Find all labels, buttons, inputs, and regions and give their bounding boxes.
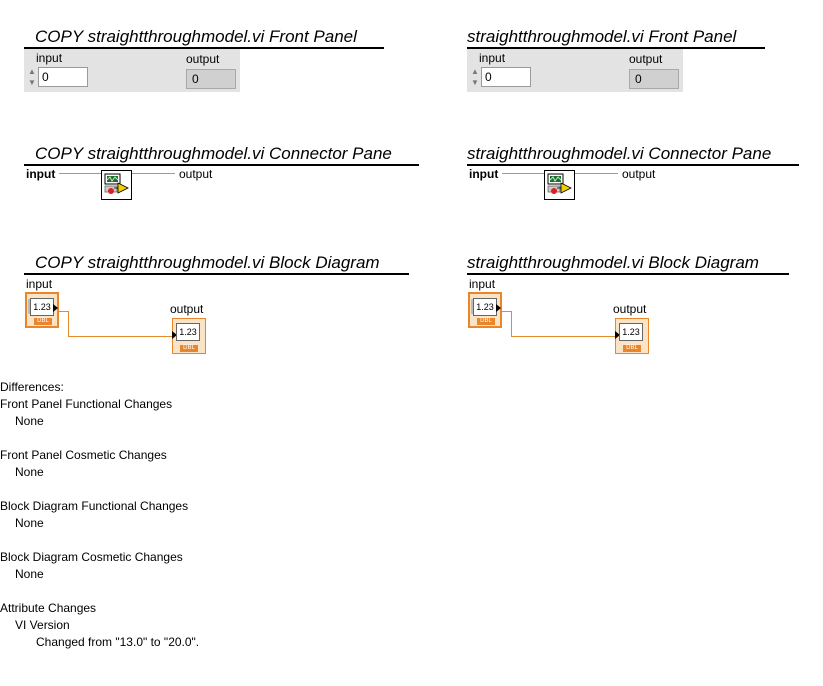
terminal-value: 1.23 xyxy=(473,298,497,316)
input-numeric-control[interactable]: 0 xyxy=(481,67,531,87)
output-terminal[interactable]: 1.23 DBL xyxy=(615,318,649,354)
bd-wire-segment xyxy=(511,311,512,336)
left-vi-column: COPY straightthroughmodel.vi Front Panel… xyxy=(24,0,419,370)
output-label: output xyxy=(629,52,663,66)
output-arrow-icon xyxy=(53,304,58,312)
section-title: Front Panel Functional Changes xyxy=(0,397,173,411)
block-diagram-title: straightthroughmodel.vi Block Diagram xyxy=(467,253,789,275)
bd-wire-segment xyxy=(511,336,615,337)
connector-pane-title: straightthroughmodel.vi Connector Pane xyxy=(467,144,799,166)
vi-connector-icon[interactable] xyxy=(101,170,132,200)
front-panel-title: straightthroughmodel.vi Front Panel xyxy=(467,27,765,49)
input-terminal[interactable]: 1.23 DBL xyxy=(25,292,59,328)
input-arrow-icon xyxy=(172,331,177,339)
connector-output-label: output xyxy=(179,167,213,181)
terminal-value: 1.23 xyxy=(30,298,54,316)
input-arrow-icon xyxy=(615,331,620,339)
section-value: None xyxy=(15,414,44,428)
bd-wire-segment xyxy=(59,311,69,312)
vi-connector-icon[interactable] xyxy=(544,170,575,200)
section-value: None xyxy=(15,516,44,530)
bd-wire-segment xyxy=(68,311,69,336)
input-label: input xyxy=(479,51,506,65)
bd-input-label: input xyxy=(26,277,53,291)
bd-output-label: output xyxy=(613,302,647,316)
connector-input-label: input xyxy=(469,167,499,181)
front-panel: input ▲▼ 0 output 0 xyxy=(24,49,240,92)
vi-icon-graphic-icon xyxy=(547,173,572,194)
attribute-item: VI Version xyxy=(15,618,70,632)
output-numeric-indicator: 0 xyxy=(186,69,236,89)
connector-output-label: output xyxy=(622,167,656,181)
vi-icon-graphic-icon xyxy=(104,173,129,194)
bd-output-label: output xyxy=(170,302,204,316)
section-title: Block Diagram Functional Changes xyxy=(0,499,189,513)
connector-input-label: input xyxy=(26,167,56,181)
right-vi-column: straightthroughmodel.vi Front Panel inpu… xyxy=(467,0,823,370)
connector-output-wire xyxy=(132,173,175,174)
terminal-value: 1.23 xyxy=(619,323,643,341)
stepper-icon[interactable]: ▲▼ xyxy=(471,67,479,87)
connector-output-wire xyxy=(575,173,618,174)
section-title: Front Panel Cosmetic Changes xyxy=(0,448,167,462)
dbl-badge: DBL xyxy=(623,345,641,352)
block-diagram-title: COPY straightthroughmodel.vi Block Diagr… xyxy=(24,253,409,275)
connector-pane-title: COPY straightthroughmodel.vi Connector P… xyxy=(24,144,419,166)
front-panel: input ▲▼ 0 output 0 xyxy=(467,49,683,92)
output-label: output xyxy=(186,52,220,66)
output-terminal[interactable]: 1.23 DBL xyxy=(172,318,206,354)
section-value: None xyxy=(15,567,44,581)
output-numeric-indicator: 0 xyxy=(629,69,679,89)
input-terminal[interactable]: 1.23 DBL xyxy=(468,292,502,328)
dbl-badge: DBL xyxy=(180,345,198,352)
section-title: Block Diagram Cosmetic Changes xyxy=(0,550,183,564)
output-arrow-icon xyxy=(496,304,501,312)
front-panel-title: COPY straightthroughmodel.vi Front Panel xyxy=(24,27,384,49)
differences-heading: Differences: xyxy=(0,380,64,394)
input-label: input xyxy=(36,51,63,65)
bd-input-label: input xyxy=(469,277,496,291)
bd-wire-segment xyxy=(68,336,172,337)
terminal-value: 1.23 xyxy=(176,323,200,341)
section-value: None xyxy=(15,465,44,479)
attribute-changes-title: Attribute Changes xyxy=(0,601,97,615)
input-numeric-control[interactable]: 0 xyxy=(38,67,88,87)
connector-input-wire xyxy=(59,173,102,174)
dbl-badge: DBL xyxy=(477,318,495,325)
stepper-icon[interactable]: ▲▼ xyxy=(28,67,36,87)
bd-wire-segment xyxy=(502,311,512,312)
dbl-badge: DBL xyxy=(34,318,52,325)
connector-input-wire xyxy=(502,173,545,174)
attribute-detail: Changed from "13.0" to "20.0". xyxy=(36,635,200,649)
